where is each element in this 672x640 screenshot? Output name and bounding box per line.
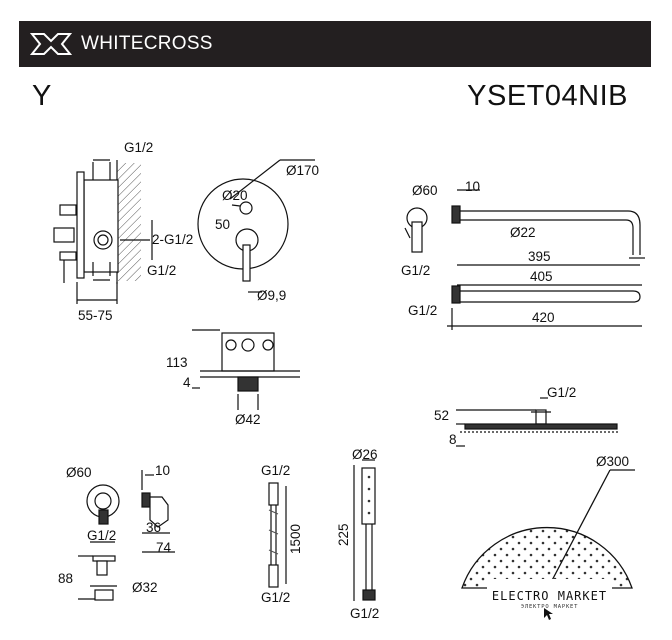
hose-thread-bottom-label: G1/2 bbox=[261, 590, 290, 605]
hose-drawing bbox=[268, 482, 287, 588]
valve-side-view bbox=[53, 159, 153, 304]
arm-flange-diameter-label: Ø60 bbox=[412, 183, 438, 198]
head-thread-label: G1/2 bbox=[547, 385, 576, 400]
knob-diameter-label: Ø20 bbox=[222, 188, 248, 203]
cursor-icon bbox=[544, 608, 553, 620]
watermark: ELECTRO MARKET ЭЛЕКТРО МАРКЕТ bbox=[487, 579, 612, 623]
handle-diameter-label: Ø9,9 bbox=[257, 288, 286, 303]
head-diameter-label: Ø300 bbox=[596, 454, 629, 469]
hand-shower-diameter-label: Ø26 bbox=[352, 447, 378, 462]
outlet-flange-diameter-label: Ø60 bbox=[66, 465, 92, 480]
head-height-label: 52 bbox=[434, 408, 449, 423]
series-name: Y bbox=[32, 80, 52, 112]
brand-header: WHITECROSS bbox=[19, 21, 651, 67]
watermark-title: ELECTRO MARKET bbox=[491, 589, 608, 603]
valve-front-view bbox=[197, 159, 315, 293]
arm-side-thread-label: G1/2 bbox=[408, 303, 437, 318]
wall-outlet-drawing bbox=[78, 484, 120, 601]
outlet-length-label: 74 bbox=[156, 540, 172, 555]
brand-name: WHITECROSS bbox=[81, 33, 213, 54]
arm-thread-label: G1/2 bbox=[401, 263, 430, 278]
plate-diameter-label: Ø170 bbox=[286, 163, 319, 178]
arm-tube-diameter-label: Ø22 bbox=[510, 225, 536, 240]
offset-label: 50 bbox=[215, 217, 230, 232]
hand-shower-thread-label: G1/2 bbox=[350, 606, 379, 621]
head-plate-label: 8 bbox=[449, 432, 457, 447]
arm-flange-depth-label: 10 bbox=[465, 179, 480, 194]
hose-length-label: 1500 bbox=[288, 524, 303, 554]
valve-thread-bottom-label: G1/2 bbox=[147, 263, 176, 278]
hand-shower-drawing bbox=[353, 459, 376, 601]
stem-diameter-label: Ø42 bbox=[235, 412, 261, 427]
valve-top-view bbox=[192, 329, 300, 410]
model-number: YSET04NIB bbox=[467, 80, 628, 112]
arm-side-length-label: 420 bbox=[532, 310, 555, 325]
hand-shower-length-label: 225 bbox=[336, 523, 351, 546]
valve-height-label: 113 bbox=[166, 355, 188, 370]
watermark-subtitle: ЭЛЕКТРО МАРКЕТ bbox=[520, 604, 579, 610]
shower-head-top-drawing bbox=[461, 469, 635, 589]
valve-thread-out-label: 2-G1/2 bbox=[152, 232, 193, 247]
outlet-thread-label: G1/2 bbox=[87, 528, 116, 543]
valve-plate-label: 4 bbox=[183, 375, 191, 390]
outlet-height-label: 88 bbox=[58, 571, 73, 586]
arm-side-drawing bbox=[447, 285, 642, 330]
holder-diameter-label: Ø32 bbox=[132, 580, 158, 595]
hose-thread-top-label: G1/2 bbox=[261, 463, 290, 478]
outlet-side-drawing bbox=[141, 470, 175, 553]
crossed-x-logo-icon bbox=[29, 33, 73, 55]
valve-thread-top-label: G1/2 bbox=[124, 140, 153, 155]
shower-head-side-drawing bbox=[456, 397, 620, 447]
arm-reach-label: 395 bbox=[528, 249, 551, 264]
valve-depth-label: 55-75 bbox=[78, 308, 113, 323]
arm-length-label: 405 bbox=[530, 269, 553, 284]
outlet-depth-label: 10 bbox=[155, 463, 170, 478]
outlet-offset-label: 36 bbox=[146, 520, 161, 535]
shower-arm-drawing bbox=[404, 189, 645, 286]
